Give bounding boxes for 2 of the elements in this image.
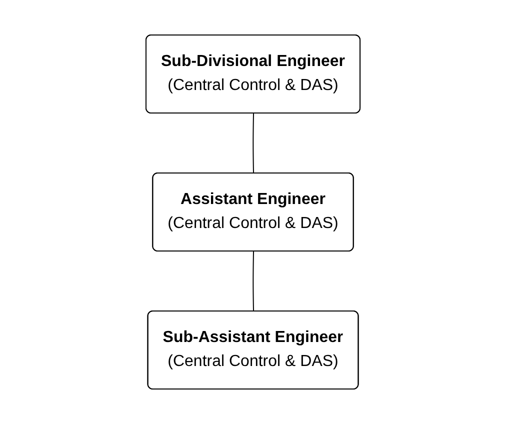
connector <box>252 250 254 312</box>
connector <box>252 112 254 174</box>
